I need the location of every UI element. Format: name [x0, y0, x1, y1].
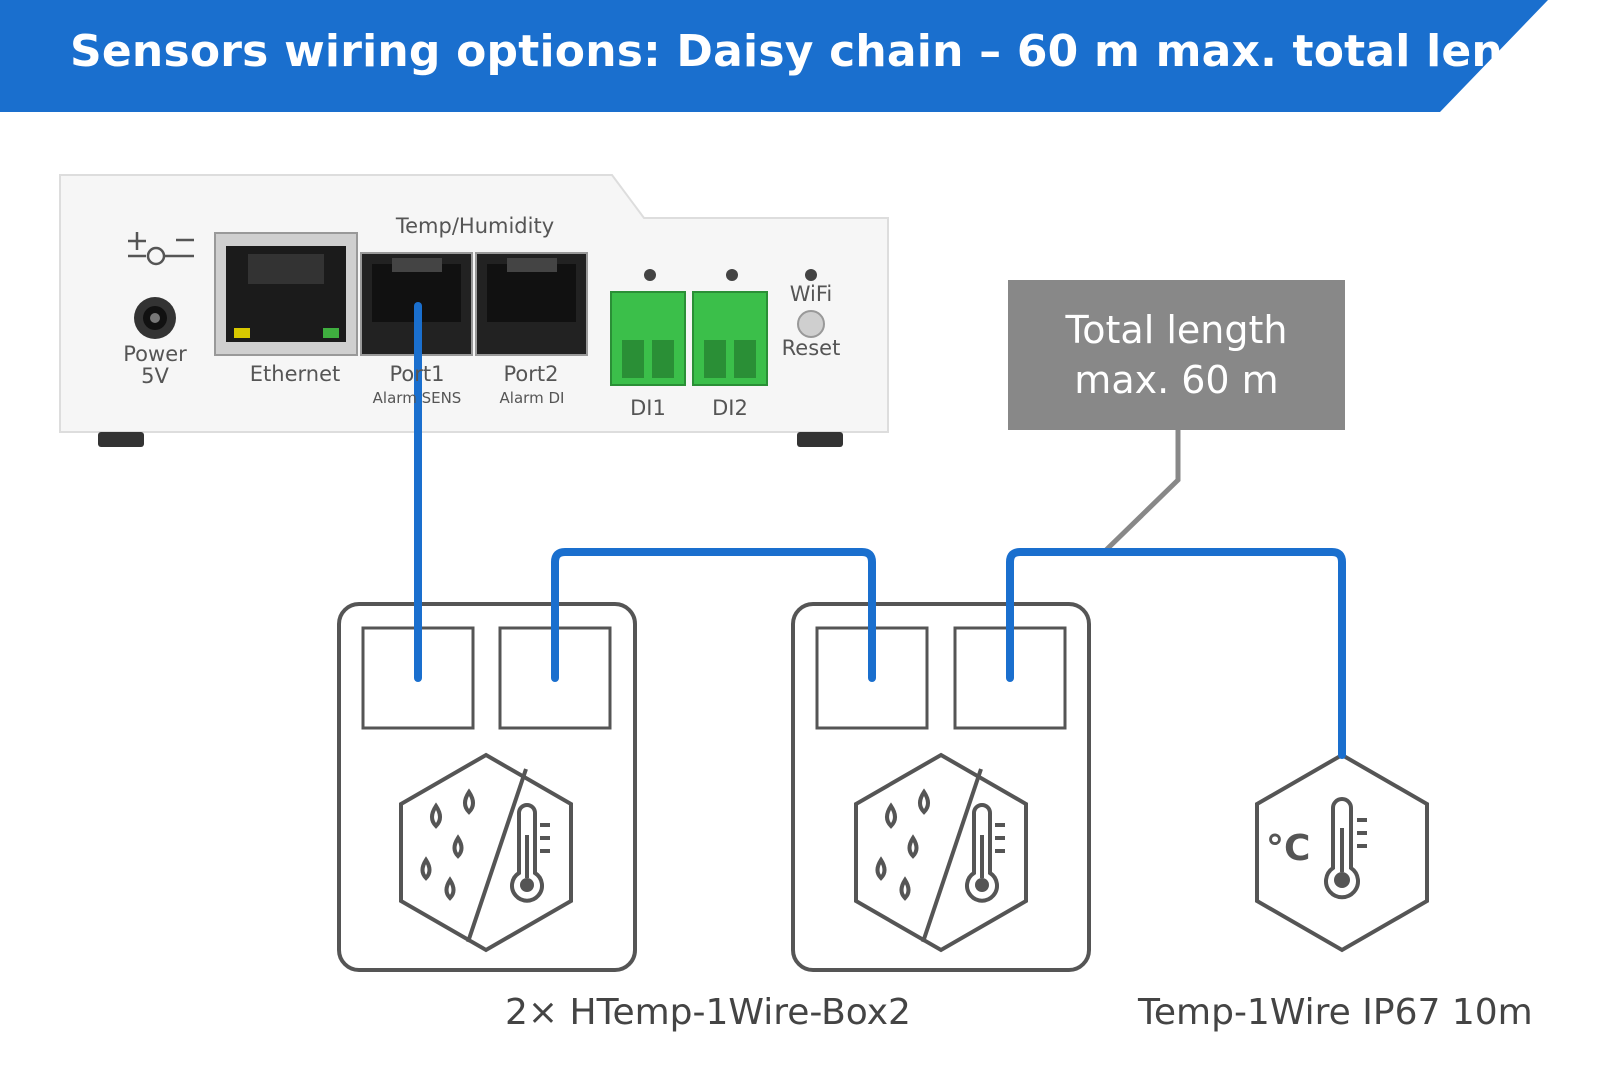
port2-jack — [475, 252, 588, 356]
wifi-led — [805, 269, 817, 281]
droplet-icon — [918, 788, 930, 815]
ethernet-led-green — [323, 328, 339, 338]
ethernet-led-yellow — [234, 328, 250, 338]
di2-terminal — [692, 291, 768, 386]
droplet-icon — [907, 834, 919, 859]
page-title: Sensors wiring options: Daisy chain – 60… — [70, 26, 1588, 77]
title-banner — [0, 0, 1548, 112]
device-foot-right — [797, 432, 843, 447]
power-voltage-label: 5V — [141, 364, 169, 388]
thermometer-icon — [1324, 797, 1360, 900]
sensor-box-2 — [791, 602, 1091, 972]
callout-line-2: max. 60 m — [1074, 358, 1279, 402]
power-jack — [134, 297, 176, 339]
droplet-icon — [885, 802, 897, 829]
ethernet-label: Ethernet — [249, 362, 341, 386]
temp-humidity-label: Temp/Humidity — [395, 214, 555, 238]
droplet-icon — [899, 876, 911, 901]
temp-probe-sensor — [1255, 752, 1429, 953]
probe-caption: Temp-1Wire IP67 10m — [1138, 992, 1533, 1033]
di1-terminal — [610, 291, 686, 386]
cable-box1-to-box2 — [551, 548, 876, 682]
droplet-icon — [444, 876, 456, 901]
droplet-icon — [420, 856, 432, 881]
callout-leader — [1102, 430, 1181, 554]
reset-label: Reset — [781, 336, 841, 360]
device-foot-left — [98, 432, 144, 447]
di2-led — [726, 269, 738, 281]
boxes-caption: 2× HTemp-1Wire-Box2 — [505, 992, 911, 1033]
thermometer-icon — [965, 803, 999, 903]
di1-led — [644, 269, 656, 281]
callout-line-1: Total length — [1065, 308, 1288, 352]
droplet-icon — [452, 834, 464, 859]
sensor-box-1-inner — [420, 788, 550, 903]
thermometer-icon — [510, 803, 544, 903]
sensor-box-1 — [337, 602, 637, 972]
device-unit — [59, 174, 889, 447]
di1-label: DI1 — [630, 396, 666, 420]
port1-jack — [360, 252, 473, 356]
droplet-icon — [430, 802, 442, 829]
droplet-icon — [463, 788, 475, 815]
sensor-box-2-inner — [875, 788, 1005, 903]
port1-sub-label: Alarm SENS — [372, 389, 462, 407]
droplet-icon — [875, 856, 887, 881]
port2-sub-label: Alarm DI — [499, 389, 565, 407]
celsius-unit-label: °C — [1266, 828, 1311, 869]
wifi-label: WiFi — [789, 282, 833, 306]
di2-label: DI2 — [712, 396, 748, 420]
polarity-icon — [128, 232, 194, 266]
total-length-callout: Total length max. 60 m — [1008, 280, 1345, 430]
cable-box2-to-probe — [1006, 548, 1346, 759]
cable-run — [414, 302, 1346, 759]
ethernet-port — [214, 232, 358, 356]
reset-button — [797, 310, 825, 338]
port2-label: Port2 — [503, 362, 559, 386]
power-label: Power — [123, 342, 187, 366]
port1-label: Port1 — [389, 362, 445, 386]
